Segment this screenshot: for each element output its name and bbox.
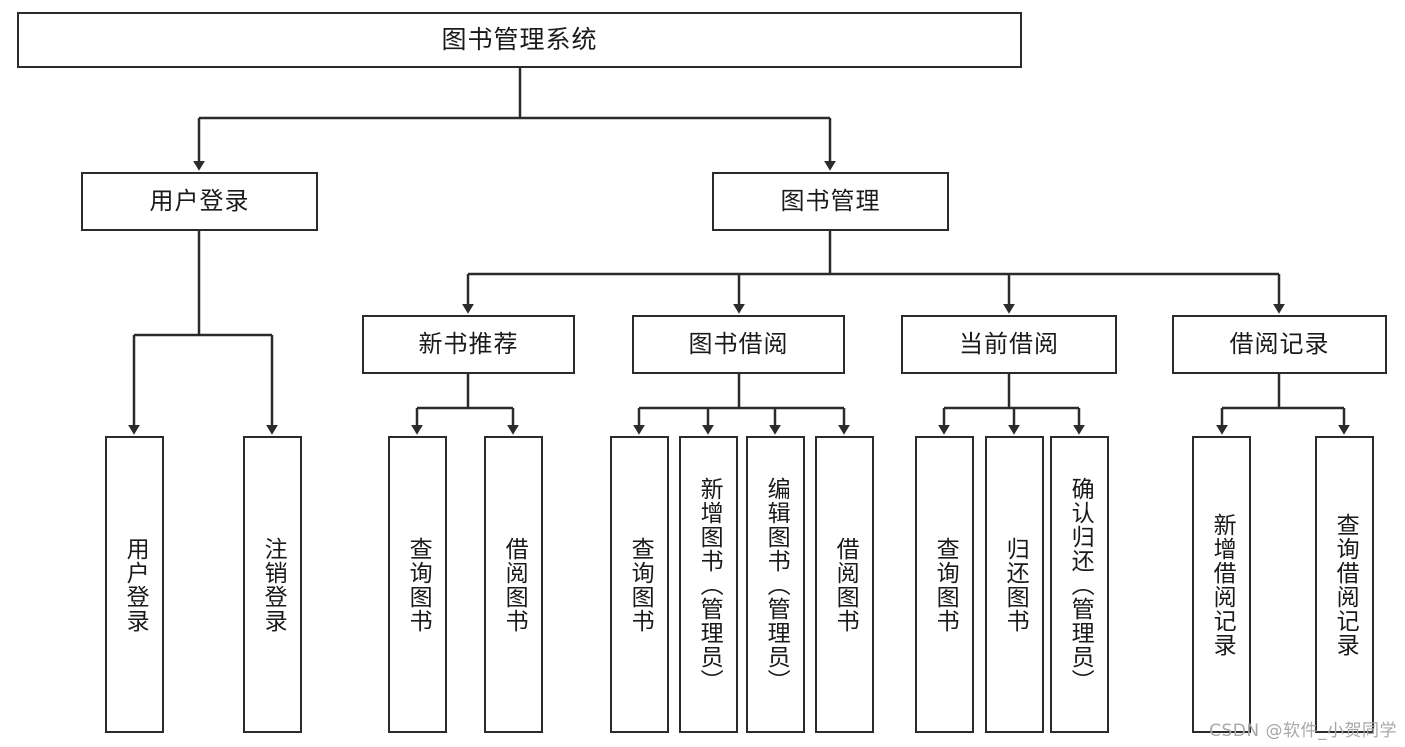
- node-label: 借阅图书: [832, 536, 859, 633]
- node-label: 查询图书: [627, 536, 654, 633]
- node-borrow-record[interactable]: 借阅记录: [1172, 315, 1387, 374]
- leaf-borrow-query-book[interactable]: 查询图书: [610, 436, 669, 733]
- leaf-user-logout[interactable]: 注销登录: [243, 436, 302, 733]
- node-user-login[interactable]: 用户登录: [81, 172, 318, 231]
- leaf-current-confirm-return-admin[interactable]: 确认归还（管理员）: [1050, 436, 1109, 733]
- node-current-borrow[interactable]: 当前借阅: [901, 315, 1117, 374]
- node-label: 借阅图书: [501, 536, 528, 633]
- node-label: 借阅记录: [1229, 330, 1330, 359]
- node-label: 新增图书（管理员）: [696, 476, 723, 693]
- leaf-record-query-borrow-record[interactable]: 查询借阅记录: [1315, 436, 1374, 733]
- leaf-recommend-query-book[interactable]: 查询图书: [388, 436, 447, 733]
- node-label: 用户登录: [149, 187, 250, 216]
- node-label: 查询借阅记录: [1332, 512, 1359, 657]
- node-new-book-recommend[interactable]: 新书推荐: [362, 315, 575, 374]
- leaf-record-add-borrow-record[interactable]: 新增借阅记录: [1192, 436, 1251, 733]
- node-label: 新书推荐: [418, 330, 519, 359]
- node-label: 图书管理: [780, 187, 881, 216]
- node-label: 查询图书: [932, 536, 959, 633]
- node-label: 新增借阅记录: [1209, 512, 1236, 657]
- node-label: 注销登录: [260, 536, 287, 633]
- node-label: 用户登录: [122, 536, 149, 633]
- node-label: 当前借阅: [959, 330, 1059, 359]
- node-book-management[interactable]: 图书管理: [712, 172, 949, 231]
- leaf-current-query-book[interactable]: 查询图书: [915, 436, 974, 733]
- leaf-user-login[interactable]: 用户登录: [105, 436, 164, 733]
- leaf-borrow-edit-book-admin[interactable]: 编辑图书（管理员）: [746, 436, 805, 733]
- leaf-current-return-book[interactable]: 归还图书: [985, 436, 1044, 733]
- node-label: 编辑图书（管理员）: [763, 476, 790, 693]
- node-label: 图书管理系统: [441, 25, 598, 54]
- node-book-borrow[interactable]: 图书借阅: [632, 315, 845, 374]
- node-root-book-management-system[interactable]: 图书管理系统: [17, 12, 1022, 68]
- leaf-borrow-borrow-book[interactable]: 借阅图书: [815, 436, 874, 733]
- node-label: 归还图书: [1002, 536, 1029, 633]
- node-label: 查询图书: [405, 536, 432, 633]
- leaf-recommend-borrow-book[interactable]: 借阅图书: [484, 436, 543, 733]
- node-label: 确认归还（管理员）: [1067, 476, 1094, 693]
- node-label: 图书借阅: [688, 330, 789, 359]
- leaf-borrow-add-book-admin[interactable]: 新增图书（管理员）: [679, 436, 738, 733]
